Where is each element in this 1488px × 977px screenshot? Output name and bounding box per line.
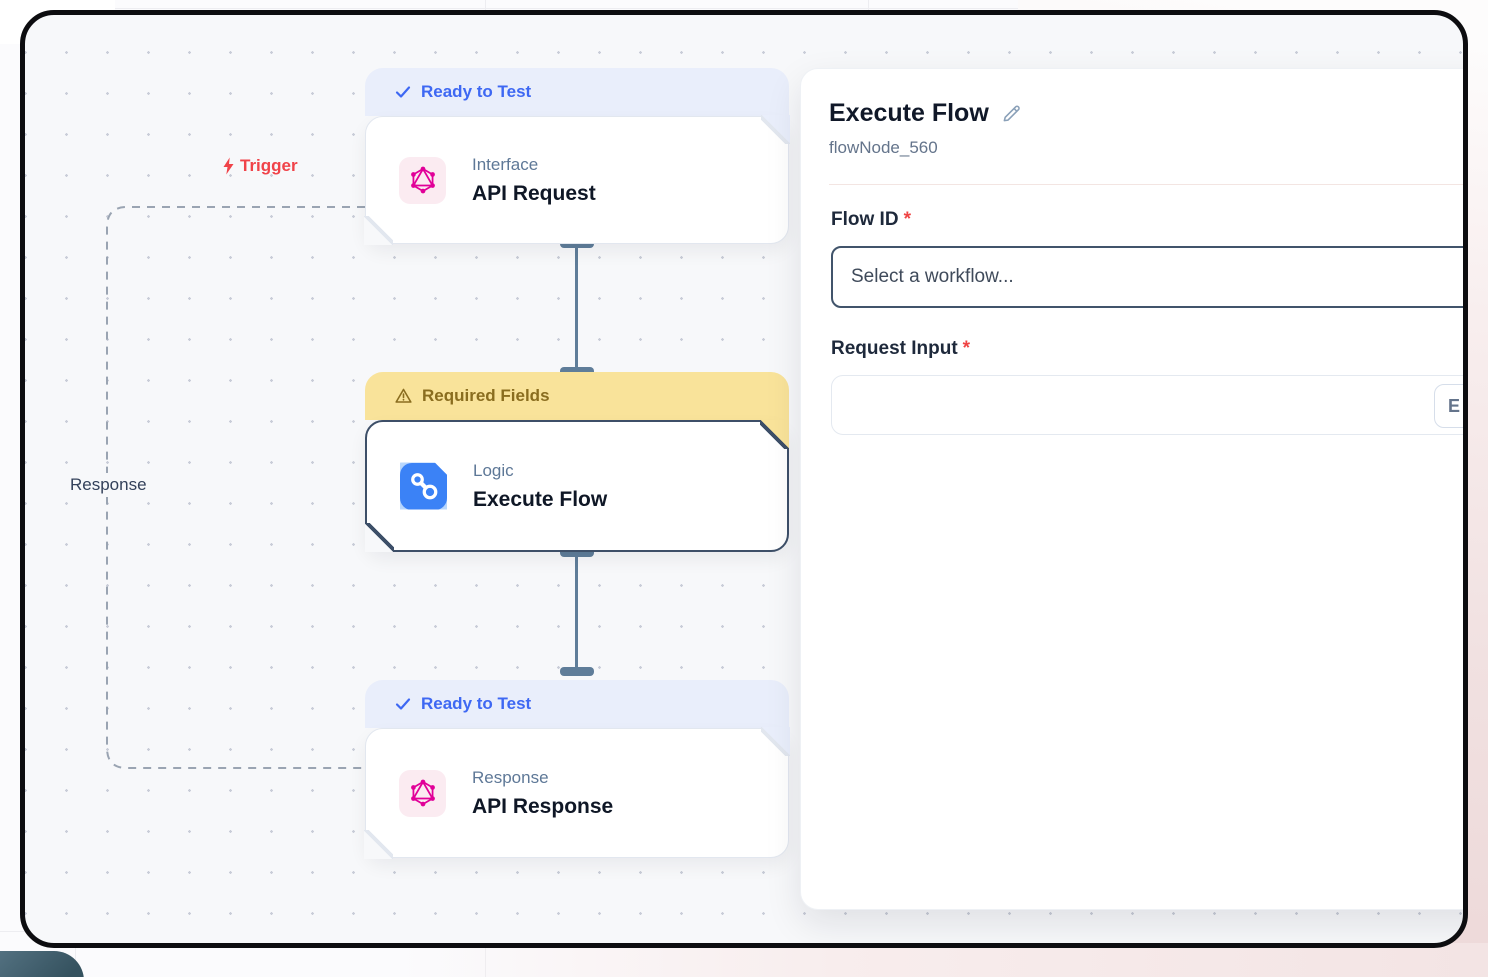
node-title: API Response bbox=[472, 794, 614, 818]
node-category: Interface bbox=[472, 154, 539, 174]
card-corner-bevel bbox=[364, 830, 393, 859]
flow-id-select-placeholder: Select a workflow... bbox=[851, 266, 1014, 287]
node-card[interactable]: Response API Response bbox=[364, 727, 790, 859]
workflow-editor-window: Trigger Response Ready to Test bbox=[20, 10, 1468, 948]
graphql-icon bbox=[399, 156, 446, 204]
background-pink-gradient bbox=[400, 943, 1488, 977]
card-corner-bevel bbox=[364, 216, 393, 245]
node-card[interactable]: Interface API Request bbox=[364, 115, 790, 245]
target-handle[interactable] bbox=[560, 367, 594, 376]
node-title: Execute Flow bbox=[473, 487, 608, 511]
flow-id-select[interactable]: Select a workflow... bbox=[831, 246, 1463, 308]
card-corner-bevel bbox=[761, 115, 790, 144]
node-status-text: Ready to Test bbox=[421, 82, 532, 101]
node-execute-flow[interactable]: Required Fields Logic Execute Flow bbox=[365, 372, 789, 552]
node-status-text: Required Fields bbox=[422, 386, 550, 405]
node-title: API Request bbox=[472, 181, 596, 205]
node-status-text: Ready to Test bbox=[421, 694, 532, 713]
expression-edit-button[interactable]: E bbox=[1434, 384, 1463, 428]
edge-request-to-execute bbox=[575, 244, 578, 375]
required-asterisk: * bbox=[962, 338, 971, 359]
request-input-field[interactable]: E bbox=[831, 375, 1463, 435]
trigger-edge-label: Trigger bbox=[222, 156, 298, 176]
lightning-icon bbox=[223, 157, 234, 175]
response-edge-label: Response bbox=[62, 473, 155, 497]
flow-id-label: Flow ID* bbox=[831, 209, 911, 230]
edge-execute-to-response bbox=[575, 553, 578, 676]
node-status-badge: Ready to Test bbox=[365, 680, 789, 728]
node-config-panel: Execute Flow flowNode_560 Flow ID* Selec… bbox=[800, 68, 1463, 910]
check-icon bbox=[395, 86, 411, 98]
pencil-icon[interactable] bbox=[1001, 103, 1022, 124]
warning-icon bbox=[395, 388, 412, 403]
card-corner-bevel bbox=[761, 727, 790, 756]
target-handle[interactable] bbox=[560, 667, 594, 676]
node-api-response[interactable]: Ready to Test Respon bbox=[364, 680, 790, 859]
background-dark-shape bbox=[0, 951, 84, 977]
graphql-icon bbox=[399, 769, 446, 817]
card-corner-bevel bbox=[365, 523, 394, 552]
panel-title: Execute Flow bbox=[829, 99, 989, 127]
check-icon bbox=[395, 698, 411, 710]
node-category: Logic bbox=[473, 460, 514, 480]
response-label-text: Response bbox=[70, 475, 147, 494]
background-grid-line bbox=[0, 8, 1488, 9]
source-handle[interactable] bbox=[560, 548, 594, 557]
node-id-text: flowNode_560 bbox=[829, 138, 938, 157]
flow-icon bbox=[400, 462, 447, 510]
node-status-badge: Required Fields bbox=[365, 372, 789, 420]
card-corner-bevel bbox=[760, 420, 789, 449]
panel-divider bbox=[829, 184, 1463, 185]
node-api-request[interactable]: Ready to Test Interf bbox=[364, 68, 790, 245]
trigger-label-text: Trigger bbox=[240, 156, 298, 175]
node-category: Response bbox=[472, 767, 549, 787]
node-card-selected[interactable]: Logic Execute Flow bbox=[365, 420, 789, 552]
required-asterisk: * bbox=[903, 209, 911, 230]
node-status-badge: Ready to Test bbox=[365, 68, 789, 116]
request-input-label: Request Input* bbox=[831, 338, 971, 359]
